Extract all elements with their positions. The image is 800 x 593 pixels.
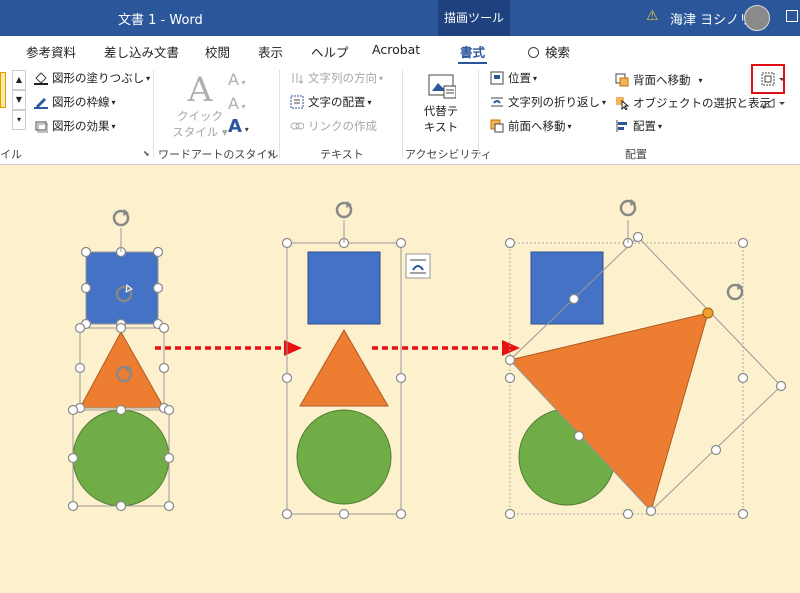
align-text-button[interactable]: 文字の配置▾ — [290, 94, 372, 110]
alt-text-icon — [428, 74, 457, 99]
selection-pane-icon — [615, 96, 630, 111]
group-label-accessibility: アクセシビリティ — [405, 148, 492, 161]
bring-forward-icon — [490, 119, 504, 133]
green-circle[interactable] — [72, 409, 170, 507]
tab-mailings[interactable]: 差し込み文書 — [104, 45, 180, 60]
shape-outline-label: 図形の枠線 — [52, 95, 110, 109]
tab-search[interactable]: 検索 — [528, 42, 570, 61]
send-backward-icon — [615, 73, 629, 87]
align-objects-icon — [615, 119, 629, 133]
group-label-shape-styles: イル — [0, 148, 22, 161]
tab-acrobat[interactable]: Acrobat — [372, 42, 421, 57]
search-icon — [528, 47, 539, 58]
tab-view[interactable]: 表示 — [258, 45, 284, 60]
paint-bucket-icon — [34, 71, 48, 85]
avatar[interactable] — [744, 5, 770, 31]
group-label-wordart: ワードアートのスタイル — [158, 148, 279, 161]
quick-style-button[interactable]: A クイック スタイル ▾ — [172, 72, 228, 140]
align-button[interactable]: 配置▾ — [615, 118, 662, 134]
wrap-text-button[interactable]: 文字列の折り返し▾ — [490, 94, 606, 110]
text-direction-label: 文字列の方向 — [308, 71, 377, 85]
shape-outline-button[interactable]: 図形の枠線▾ — [34, 94, 116, 110]
shape-fill-label: 図形の塗りつぶし — [52, 71, 145, 85]
separator — [279, 70, 280, 158]
text-fill-button[interactable]: A ▾ — [228, 70, 246, 89]
quick-style-label: クイック — [177, 109, 223, 123]
tab-format[interactable]: 書式 — [457, 42, 488, 65]
position-icon — [490, 71, 504, 85]
quick-style-label-2: スタイル ▾ — [172, 125, 228, 139]
wrap-text-label: 文字列の折り返し — [508, 95, 600, 109]
layout-options-icon[interactable] — [405, 253, 431, 279]
tab-help[interactable]: ヘルプ — [311, 45, 349, 60]
arrow-1 — [155, 340, 302, 356]
shape-effects-label: 図形の効果 — [52, 119, 110, 133]
pen-icon — [34, 95, 48, 109]
dialog-launcher-icon[interactable]: ⬊ — [143, 149, 150, 158]
create-link-button[interactable]: リンクの作成 — [290, 118, 377, 134]
align-text-label: 文字の配置 — [308, 95, 366, 109]
send-backward-label: 背面へ移動 — [633, 73, 691, 87]
gallery-more[interactable]: ▾ — [12, 110, 26, 130]
alt-text-button[interactable]: 代替テ キスト — [412, 72, 470, 135]
align-label: 配置 — [633, 119, 656, 133]
wordart-a-icon: A — [187, 70, 213, 110]
group-label-text: テキスト — [320, 148, 364, 161]
create-link-label: リンクの作成 — [308, 119, 377, 133]
ribbon: ▲ ▼ ▾ 図形の塗りつぶし▾ 図形の枠線▾ 図形の効果▾ イル ⬊ A クイッ… — [0, 64, 800, 165]
document-canvas[interactable] — [0, 165, 800, 589]
text-direction-button[interactable]: 文字列の方向▾ — [290, 70, 383, 86]
dialog-launcher-icon[interactable]: ⬊ — [267, 149, 274, 158]
tab-search-label: 検索 — [545, 45, 571, 60]
context-tab-drawing-tools[interactable]: 描画ツール — [438, 0, 510, 36]
gallery-scroll-up[interactable]: ▲ — [12, 70, 26, 90]
position-label: 位置 — [508, 71, 531, 85]
align-text-icon — [290, 95, 304, 109]
separator — [402, 70, 403, 158]
rotate-button[interactable] — [760, 95, 786, 114]
gallery-scroll-down[interactable]: ▼ — [12, 90, 26, 110]
warning-icon[interactable]: ⚠ — [646, 8, 659, 24]
bring-forward-label: 前面へ移動 — [508, 119, 566, 133]
ribbon-tabs: 参考資料 差し込み文書 校閲 表示 ヘルプ Acrobat 書式 検索 — [0, 36, 800, 65]
bring-forward-button[interactable]: 前面へ移動▾ — [490, 118, 572, 134]
group-label-arrange: 配置 — [625, 148, 647, 161]
send-backward-button[interactable]: 背面へ移動▾ — [615, 72, 703, 88]
alt-text-label-1: 代替テ — [423, 104, 459, 118]
orange-triangle[interactable] — [79, 330, 165, 409]
right-group[interactable] — [504, 197, 787, 520]
title-bar: 文書 1 - Word 描画ツール ⚠ 海津 ヨシノリ — [0, 0, 800, 36]
window-title: 文書 1 - Word — [118, 13, 203, 28]
position-button[interactable]: 位置▾ — [490, 70, 537, 86]
selection-pane-label: オブジェクトの選択と表示 — [633, 96, 771, 110]
separator — [478, 70, 479, 158]
orange-triangle[interactable] — [299, 329, 389, 407]
gallery-preview — [0, 72, 6, 108]
link-icon — [290, 119, 305, 133]
text-direction-icon — [290, 71, 304, 85]
wrap-text-icon — [490, 95, 504, 109]
green-circle[interactable] — [296, 409, 392, 505]
selection-pane-button[interactable]: オブジェクトの選択と表示 — [615, 95, 771, 111]
user-name[interactable]: 海津 ヨシノリ — [670, 13, 753, 28]
tab-review[interactable]: 校閲 — [205, 45, 231, 60]
restore-window-icon[interactable] — [786, 10, 798, 22]
group-button-highlight — [751, 64, 785, 94]
text-outline-button[interactable]: A ▾ — [228, 94, 246, 113]
shape-style-gallery[interactable]: ▲ ▼ ▾ — [0, 70, 26, 132]
effects-icon — [34, 119, 49, 133]
alt-text-label-2: キスト — [423, 120, 459, 134]
text-effects-button[interactable]: A ▾ — [228, 116, 249, 137]
arrow-2 — [372, 340, 520, 356]
shape-effects-button[interactable]: 図形の効果▾ — [34, 118, 116, 134]
left-shapes[interactable] — [67, 207, 175, 512]
blue-square[interactable] — [307, 251, 381, 325]
tab-references[interactable]: 参考資料 — [26, 45, 77, 60]
shape-fill-button[interactable]: 図形の塗りつぶし▾ — [34, 70, 150, 86]
blue-square[interactable] — [530, 251, 604, 325]
separator — [153, 70, 154, 158]
rotate-icon — [760, 98, 785, 108]
middle-group[interactable] — [281, 199, 431, 520]
